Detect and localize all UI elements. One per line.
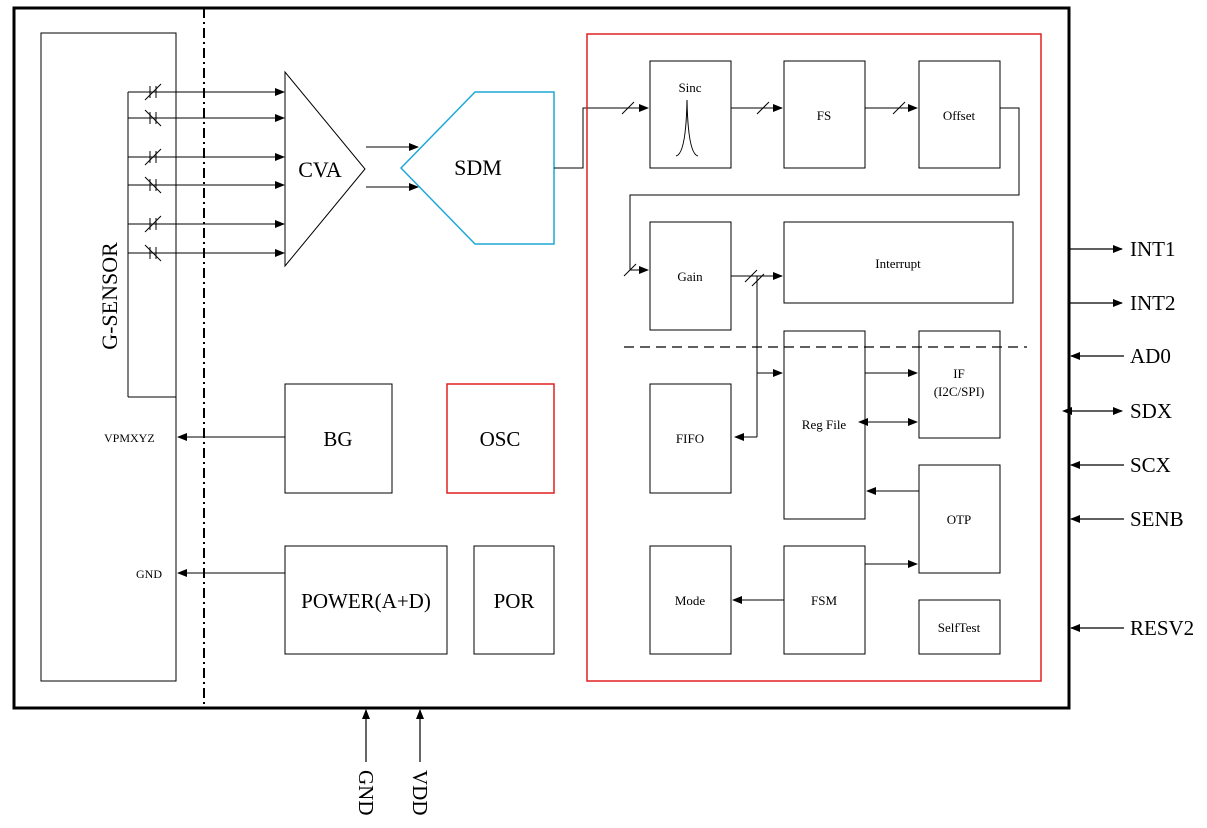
mode-block: [649, 545, 732, 655]
right-pins: [1062, 245, 1124, 632]
sdm-to-sinc-wire: [554, 104, 649, 169]
interrupt-block: [783, 221, 1014, 304]
bus-slash: [623, 263, 637, 277]
por-block: [473, 545, 555, 655]
pin-vdd-label: VDD: [408, 770, 432, 816]
reg-file-label: Reg File: [802, 417, 847, 432]
pin-ad0-label: AD0: [1130, 344, 1171, 368]
osc-block: [446, 383, 555, 494]
fifo-block: [649, 383, 732, 494]
gnd-inner-label: GND: [136, 567, 162, 581]
chip-boundary: [12, 6, 1071, 710]
bus-slash: [892, 101, 906, 115]
fs-block: [783, 60, 866, 169]
offset-to-gain-wire: [629, 107, 1020, 274]
selftest-block: [918, 599, 1001, 655]
gain-label: Gain: [677, 269, 703, 284]
bg-block: [284, 383, 393, 494]
if-block: [918, 330, 1001, 439]
sdm-label: SDM: [454, 155, 502, 180]
g-sensor-box: [40, 32, 177, 682]
power-block: [284, 545, 448, 655]
mode-label: Mode: [675, 593, 706, 608]
pin-int1-label: INT1: [1130, 237, 1176, 261]
selftest-label: SelfTest: [938, 620, 981, 635]
pin-sdx-label: SDX: [1130, 399, 1172, 423]
sdm-block: [399, 91, 555, 245]
offset-block: [918, 60, 1001, 169]
bus-slash: [621, 101, 635, 115]
otp-block: [918, 464, 1001, 574]
bus-slash: [756, 101, 770, 115]
vpmxyz-label: VPMXYZ: [104, 431, 155, 445]
pin-resv2-label: RESV2: [1130, 616, 1194, 640]
pin-int2-label: INT2: [1130, 291, 1176, 315]
bg-label: BG: [323, 427, 352, 451]
if-label: IF: [953, 366, 965, 381]
g-sensor-label: G-SENSOR: [97, 242, 122, 350]
bottom-pins: [362, 709, 424, 762]
offset-label: Offset: [943, 108, 976, 123]
fs-label: FS: [817, 108, 831, 123]
sinc-response-icon: [675, 99, 699, 157]
sinc-label: Sinc: [678, 80, 701, 95]
fifo-label: FIFO: [676, 431, 704, 446]
pin-senb-label: SENB: [1130, 507, 1184, 531]
osc-label: OSC: [480, 427, 521, 451]
interrupt-label: Interrupt: [875, 256, 921, 271]
pin-gnd-label: GND: [354, 770, 378, 816]
cva-label: CVA: [298, 157, 342, 182]
digital-section-frame: [586, 33, 1042, 682]
power-label: POWER(A+D): [301, 589, 431, 613]
fsm-label: FSM: [811, 593, 837, 608]
if-protocol-label: (I2C/SPI): [934, 384, 985, 399]
sensor-capacitor-array: [127, 83, 285, 398]
cva-amplifier: [284, 70, 366, 268]
por-label: POR: [494, 589, 535, 613]
pin-scx-label: SCX: [1130, 453, 1171, 477]
sinc-block: [649, 60, 732, 169]
gain-output-wires: [731, 269, 783, 441]
otp-label: OTP: [947, 512, 972, 527]
